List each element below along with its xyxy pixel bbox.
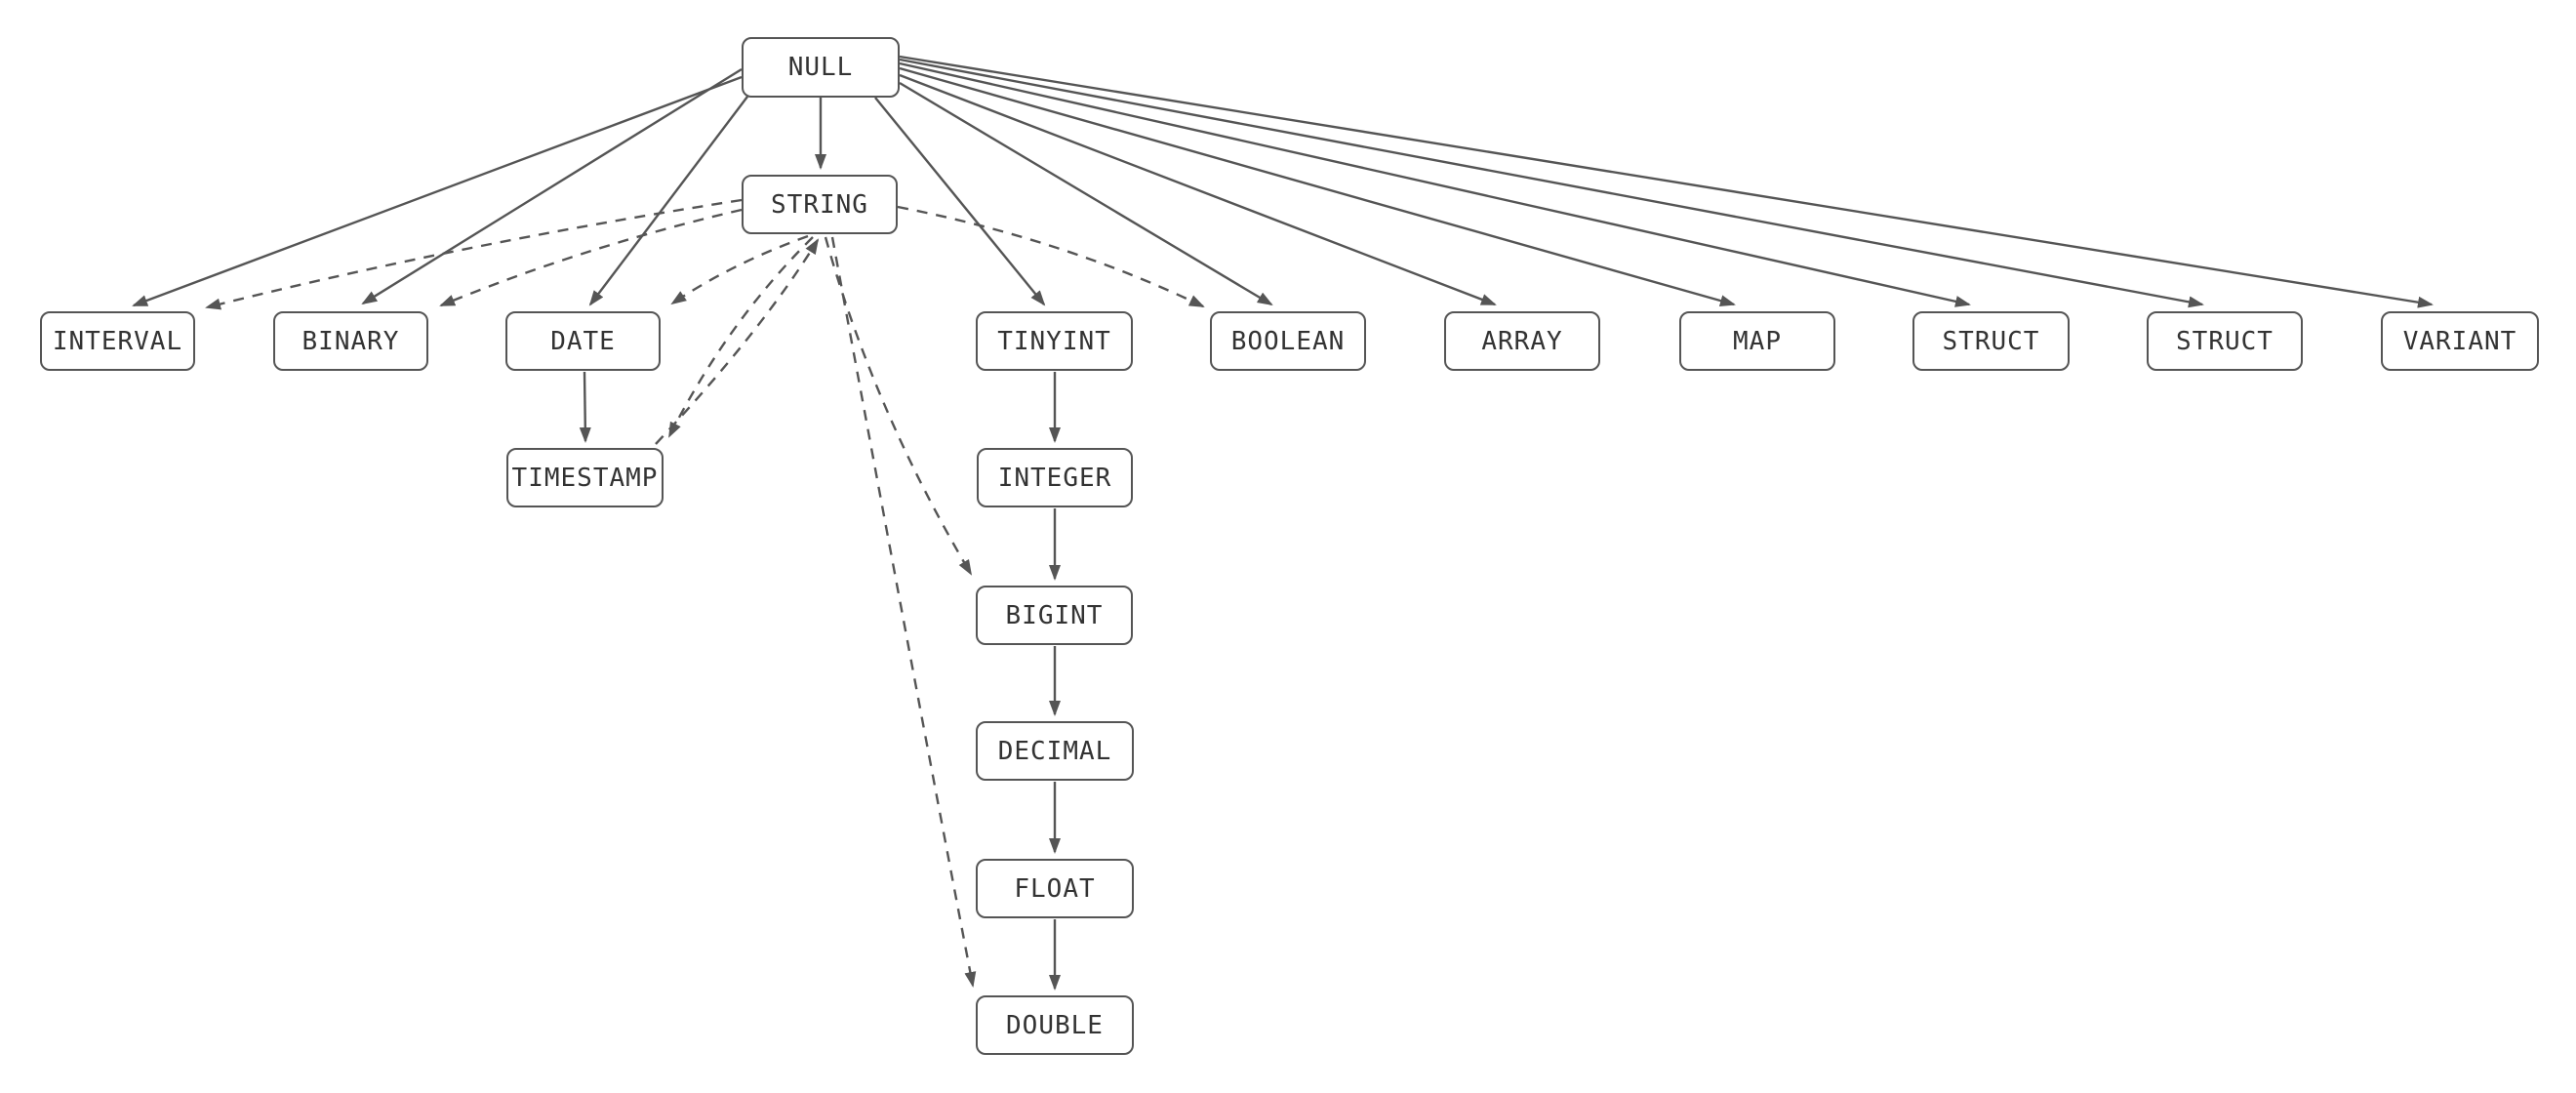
node-label: MAP xyxy=(1733,326,1782,356)
edge-null-struct2 xyxy=(899,58,2204,308)
node-label: STRING xyxy=(771,189,868,220)
edge-null-binary xyxy=(361,67,743,305)
node-variant: VARIANT xyxy=(2381,311,2539,371)
edge-string-interval xyxy=(205,198,743,310)
node-bigint: BIGINT xyxy=(976,586,1133,645)
node-label: DATE xyxy=(550,326,616,356)
edge-string-double xyxy=(830,236,977,988)
edge-string-boolean xyxy=(897,205,1205,308)
node-null: NULL xyxy=(742,37,900,98)
node-label: BOOLEAN xyxy=(1230,326,1346,356)
node-label: FLOAT xyxy=(1014,873,1096,904)
node-label: TIMESTAMP xyxy=(511,463,659,493)
edge-null-boolean xyxy=(899,81,1273,306)
node-label: VARIANT xyxy=(2402,326,2517,356)
node-label: NULL xyxy=(787,53,854,82)
node-array: ARRAY xyxy=(1444,311,1600,371)
node-interval: INTERVAL xyxy=(40,311,195,371)
edge-null-struct1 xyxy=(899,61,1971,307)
node-map: MAP xyxy=(1679,311,1835,371)
node-label: INTERVAL xyxy=(52,326,183,356)
edge-string-bigint xyxy=(824,236,973,576)
edge-string-timestamp xyxy=(667,236,814,438)
edge-null-date xyxy=(588,96,748,306)
edge-group xyxy=(132,55,2434,991)
node-double: DOUBLE xyxy=(976,995,1134,1055)
node-float: FLOAT xyxy=(976,859,1134,918)
node-label: DECIMAL xyxy=(997,736,1112,766)
node-label: BIGINT xyxy=(1005,600,1104,630)
node-label: INTEGER xyxy=(997,463,1112,493)
node-integer: INTEGER xyxy=(977,448,1133,507)
edge-null-array xyxy=(899,73,1497,306)
node-tinyint: TINYINT xyxy=(976,311,1133,371)
edge-string-binary xyxy=(439,208,743,307)
node-struct2: STRUCT xyxy=(2147,311,2303,371)
node-string: STRING xyxy=(742,175,898,234)
edge-null-variant xyxy=(899,55,2434,308)
node-timestamp: TIMESTAMP xyxy=(506,448,664,507)
node-label: BINARY xyxy=(302,326,400,356)
node-label: STRUCT xyxy=(1942,326,2040,356)
node-binary: BINARY xyxy=(273,311,428,371)
node-boolean: BOOLEAN xyxy=(1210,311,1366,371)
node-decimal: DECIMAL xyxy=(976,721,1134,781)
node-label: ARRAY xyxy=(1481,326,1563,356)
node-struct1: STRUCT xyxy=(1912,311,2070,371)
edge-null-tinyint xyxy=(874,97,1046,306)
node-label: DOUBLE xyxy=(1006,1010,1104,1040)
edge-null-interval xyxy=(132,75,743,307)
edge-timestamp-string xyxy=(655,238,820,445)
node-date: DATE xyxy=(505,311,661,371)
edge-date-timestamp xyxy=(579,371,591,443)
edge-string-date xyxy=(670,234,809,305)
edge-null-map xyxy=(899,66,1736,306)
node-label: STRUCT xyxy=(2176,326,2274,356)
node-label: TINYINT xyxy=(997,326,1111,356)
